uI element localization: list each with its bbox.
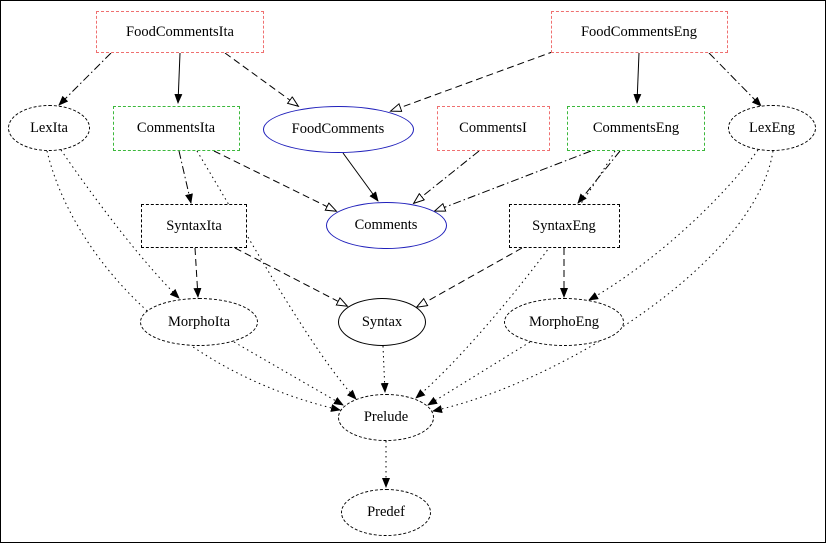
node-lex-ita: LexIta (8, 105, 90, 151)
node-food-comments-eng: FoodCommentsEng (550, 11, 728, 53)
node-label: LexIta (30, 119, 68, 136)
edge-lex-eng-to-morpho-eng (588, 149, 759, 301)
edge-syntax-eng-to-syntax (417, 247, 523, 307)
node-syntax-ita: SyntaxIta (141, 204, 247, 248)
edge-comments-ita-to-prelude (196, 150, 357, 400)
edge-food-comments-ita-to-lex-ita (58, 52, 112, 106)
edge-food-comments-ita-to-comments-ita (174, 52, 183, 104)
node-label: SyntaxIta (166, 217, 222, 234)
node-label: CommentsI (459, 119, 527, 136)
node-lex-eng: LexEng (728, 105, 816, 151)
edge-syntax-ita-to-syntax (234, 247, 347, 306)
node-label: CommentsIta (136, 119, 216, 136)
node-predef: Predef (341, 488, 431, 536)
node-comments-i: CommentsI (436, 105, 550, 151)
node-label: MorphoEng (528, 313, 600, 330)
edge-food-comments-eng-to-lex-eng (708, 52, 762, 107)
edge-food-comments-ita-to-food-comments (224, 52, 298, 106)
edge-morpho-ita-to-prelude (233, 341, 344, 406)
node-food-comments: FoodComments (262, 105, 414, 153)
edge-lex-ita-to-morpho-ita (60, 149, 180, 299)
edge-food-comments-eng-to-food-comments (391, 50, 556, 111)
node-label: FoodComments (291, 120, 385, 137)
node-comments-ita: CommentsIta (112, 105, 240, 151)
edge-comments-ita-to-comments (213, 150, 336, 211)
node-label: MorphoIta (167, 313, 230, 330)
node-comments: Comments (325, 201, 447, 249)
node-syntax-eng: SyntaxEng (508, 204, 620, 248)
node-label: LexEng (749, 119, 795, 136)
node-comments-eng: CommentsEng (567, 105, 705, 151)
node-label: Prelude (363, 408, 409, 425)
node-label: SyntaxEng (532, 217, 596, 234)
edge-lex-ita-to-prelude (46, 150, 341, 412)
edge-comments-eng-to-comments (435, 150, 592, 211)
edge-morpho-eng-to-prelude (427, 341, 531, 406)
edges (46, 50, 774, 488)
edge-lex-eng-to-prelude (432, 150, 774, 413)
node-label: CommentsEng (592, 119, 680, 136)
node-label: Syntax (361, 313, 403, 330)
node-syntax: Syntax (338, 298, 426, 346)
node-morpho-eng: MorphoEng (504, 298, 624, 346)
node-label: FoodCommentsEng (580, 23, 697, 40)
edge-food-comments-eng-to-comments-eng (633, 52, 642, 104)
edge-syntax-ita-to-morpho-ita (193, 247, 202, 298)
node-label: Comments (354, 216, 418, 233)
edge-comments-i-to-comments (414, 150, 480, 203)
node-label: Predef (367, 503, 405, 520)
node-morpho-ita: MorphoIta (140, 298, 258, 346)
node-food-comments-ita: FoodCommentsIta (96, 11, 264, 53)
edge-comments-ita-to-syntax-ita (178, 150, 193, 204)
node-prelude: Prelude (338, 393, 434, 441)
edge-food-comments-to-comments (342, 152, 379, 202)
edge-comments-eng-to-prelude (415, 150, 616, 399)
edge-syntax-to-prelude (380, 345, 389, 393)
node-label: FoodCommentsIta (126, 23, 234, 40)
